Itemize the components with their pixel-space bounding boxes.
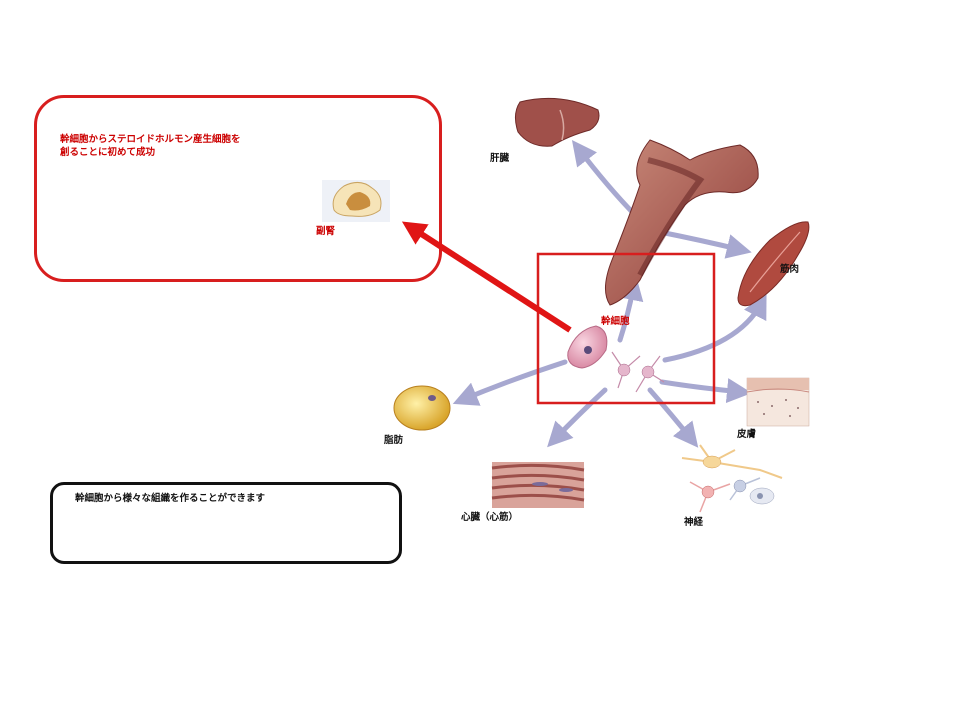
headline-line-1: 幹細胞からステロイドホルモン産生細胞を: [60, 134, 241, 145]
skin-label: 皮膚: [737, 429, 757, 440]
arrow-to-skin: [659, 378, 752, 404]
stem-cell-label: 幹細胞: [601, 316, 630, 327]
nerve-cells-illustration: [681, 444, 783, 513]
stem-cells-illustration: [567, 325, 665, 393]
headline-line-2: 創ることに初めて成功: [60, 147, 156, 158]
heart-muscle-illustration: [491, 462, 585, 508]
caption-box: [50, 482, 402, 564]
adrenal-label: 副腎: [316, 226, 336, 237]
arrow-to-muscle: [657, 229, 752, 259]
muscle-illustration: [737, 221, 810, 307]
caption-text: 幹細胞から様々な組織を作ることができます: [75, 493, 266, 504]
arrow-to-liver: [571, 140, 643, 223]
liver-label: 肝臓: [490, 153, 510, 164]
arrow-to-heart: [547, 387, 608, 448]
fat-label: 脂肪: [384, 435, 404, 446]
differentiation-arrows: [452, 140, 767, 448]
red-callout-arrow: [401, 221, 572, 333]
nerve-label: 神経: [684, 517, 704, 528]
adrenal-gland-illustration: [322, 180, 390, 222]
arrow-to-nerve: [647, 387, 699, 448]
skin-illustration: [746, 377, 810, 427]
callout-headline: 幹細胞からステロイドホルモン産生細胞を 創ることに初めて成功: [60, 133, 300, 159]
stem-cell-highlight-frame: [536, 252, 716, 405]
arrow-to-bone: [617, 275, 644, 343]
arrow-to-muscle-lower: [662, 293, 767, 363]
bone-illustration: [605, 139, 759, 306]
liver-illustration: [514, 97, 600, 147]
fat-cell-illustration: [393, 385, 451, 431]
callout-box: [34, 95, 442, 282]
muscle-label: 筋肉: [780, 264, 800, 275]
arrow-to-fat: [452, 359, 568, 406]
heart-label: 心臓（心筋）: [461, 512, 519, 523]
